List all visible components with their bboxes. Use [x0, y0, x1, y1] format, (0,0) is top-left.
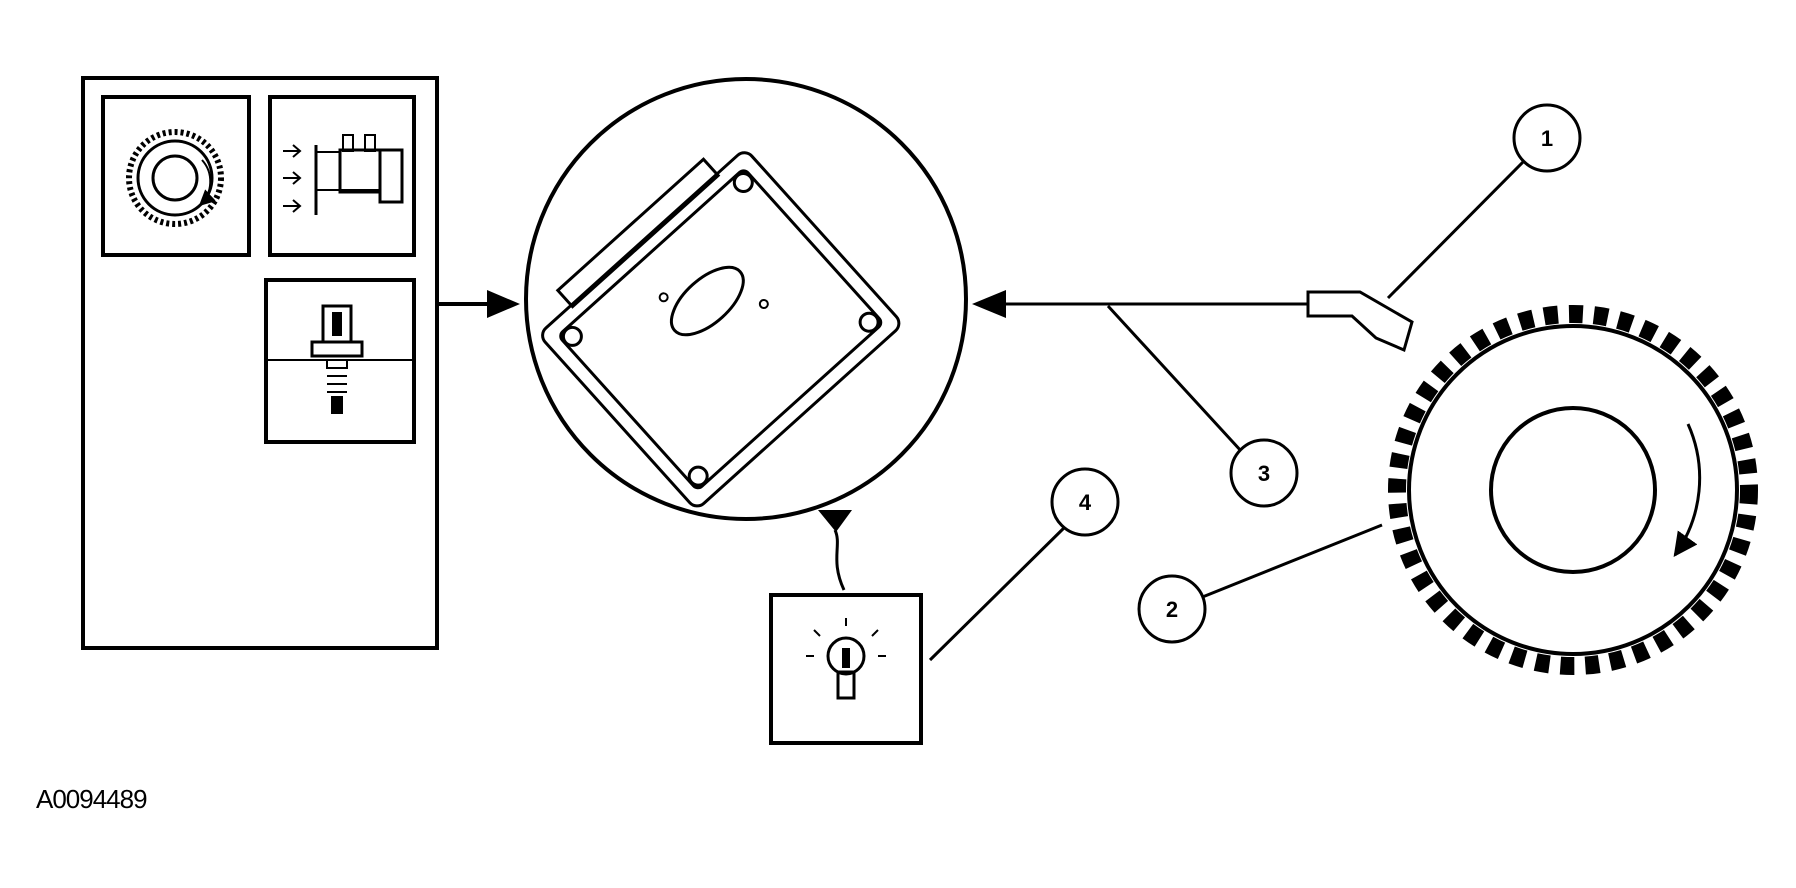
module-icon: [524, 77, 968, 521]
callout-1: 1: [1512, 103, 1582, 173]
relay-icon: [268, 95, 416, 257]
input-arrow: [437, 290, 520, 318]
callout-1-label: 1: [1541, 126, 1553, 151]
leader-1-line: [1386, 156, 1529, 300]
callout-2-label: 2: [1166, 597, 1178, 622]
leader-4-line: [928, 520, 1072, 662]
warning-lamp-icon: [769, 593, 923, 745]
figure-id: A0094489: [36, 784, 148, 814]
callout-2: 2: [1137, 574, 1207, 644]
input-components-panel: [81, 76, 439, 650]
sensor-arrow: [972, 290, 1310, 318]
leader-1: [1378, 198, 1380, 295]
leader-3-line: [1106, 304, 1244, 454]
output-arrow: [818, 510, 852, 591]
tone-wheel-icon: [1388, 305, 1758, 675]
sensor-icon: [1306, 290, 1414, 353]
reluctor-wheel-icon: [101, 95, 251, 257]
callout-3: 3: [1229, 438, 1299, 508]
switch-sensor-icon: [264, 278, 416, 444]
callout-4: 4: [1050, 467, 1120, 537]
leader-2-line: [1199, 523, 1383, 600]
callout-3-label: 3: [1258, 461, 1270, 486]
callout-4-label: 4: [1079, 490, 1092, 515]
